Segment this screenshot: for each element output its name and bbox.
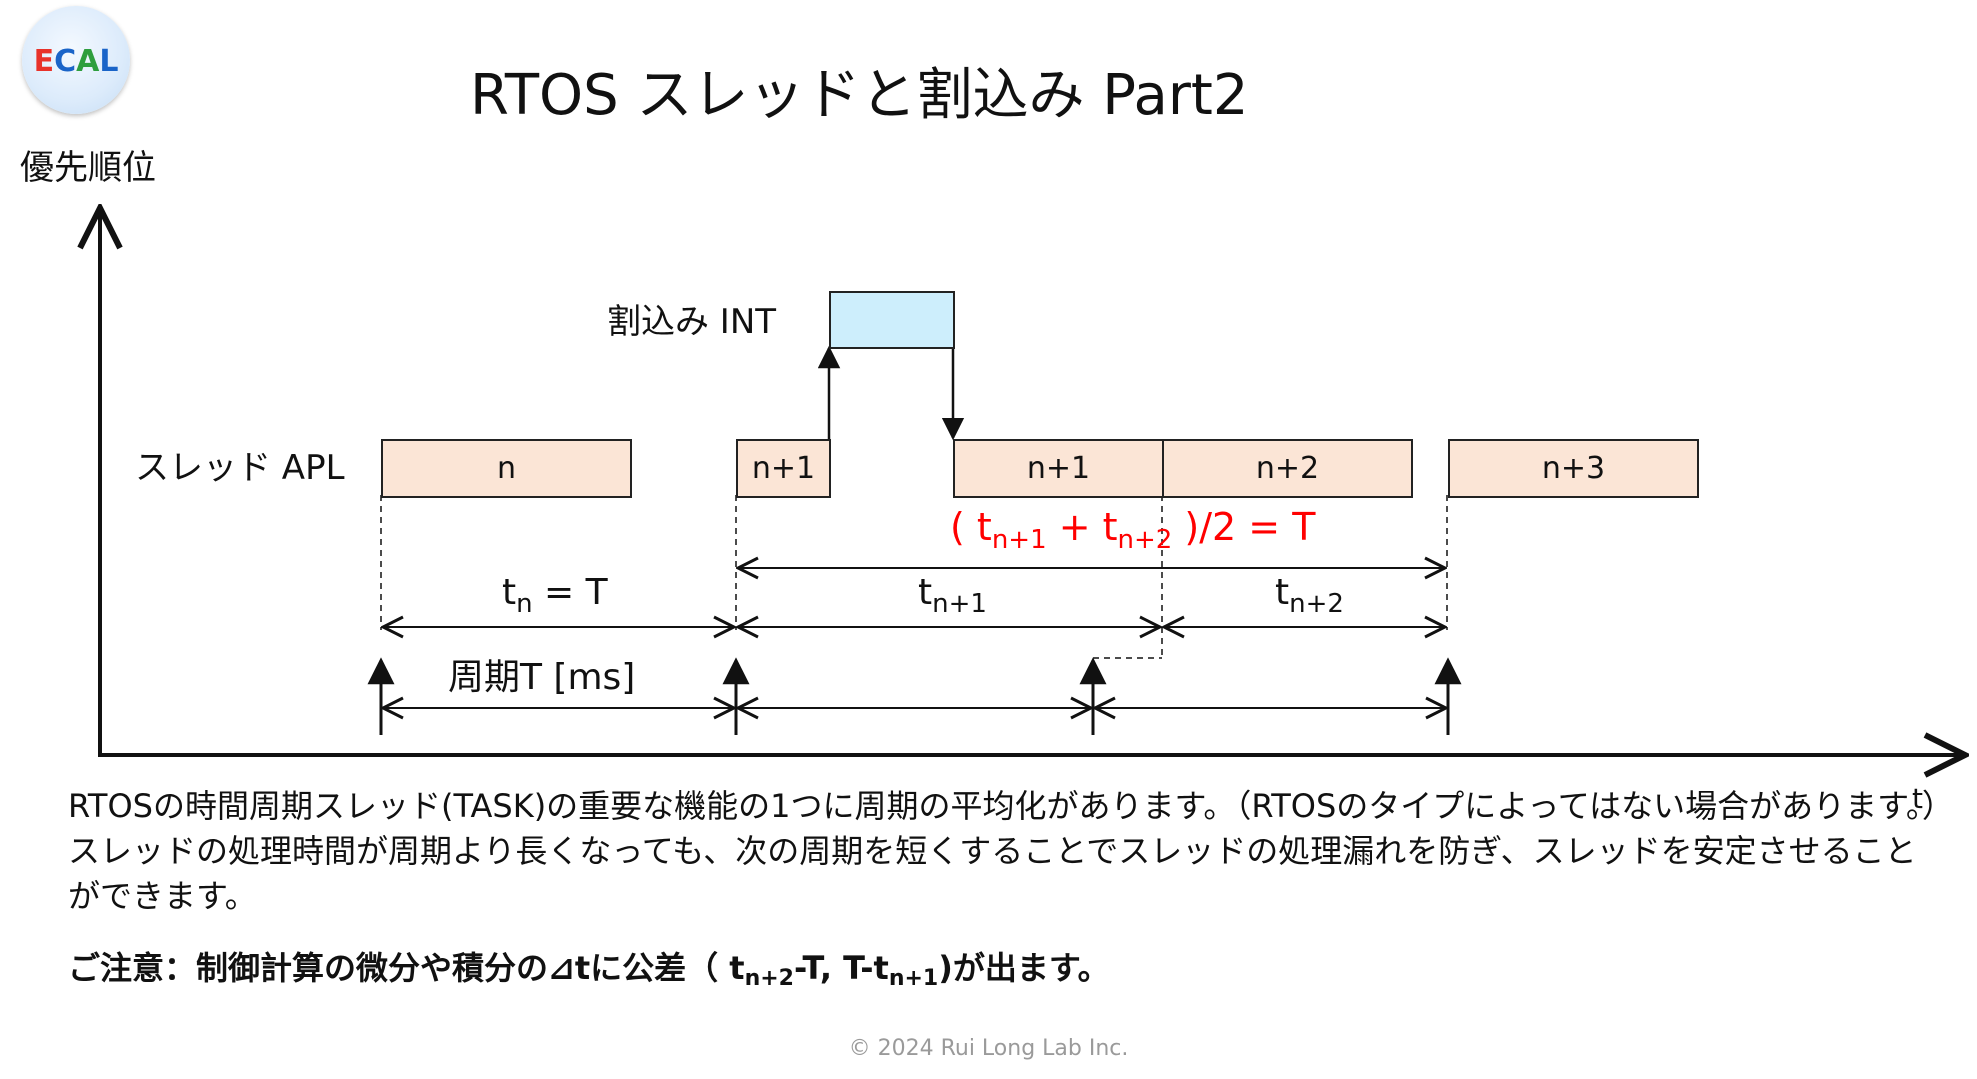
note-sub2: n+1	[888, 966, 939, 991]
x-axis-label: t	[1912, 782, 1923, 815]
logo-letter-c: C	[54, 44, 77, 79]
copyright: © 2024 Rui Long Lab Inc.	[848, 1036, 1129, 1061]
note-sub1: n+2	[744, 966, 794, 991]
thread-block-n: n	[381, 439, 632, 498]
tn2-sub: n+2	[1289, 589, 1344, 619]
interrupt-block	[829, 291, 955, 349]
note-a: ご注意：制御計算の微分や積分の⊿tに公差（ t	[68, 949, 745, 987]
tn2-base: t	[1275, 572, 1290, 613]
y-axis-label: 優先順位	[20, 148, 156, 188]
logo-text: ECAL	[22, 44, 130, 79]
tn1-sub: n+1	[932, 589, 987, 619]
interrupt-lane-label: 割込み INT	[607, 302, 777, 342]
thread-block-n3: n+3	[1448, 439, 1699, 498]
logo-letter-e: E	[33, 44, 55, 79]
label-tn1: tn+1	[918, 572, 987, 619]
formula-mid: + t	[1046, 505, 1118, 549]
thread-block-n2: n+2	[1162, 439, 1413, 498]
note-c: )が出ます。	[938, 949, 1110, 987]
formula-open: ( t	[950, 505, 992, 549]
thread-block-n1-first: n+1	[736, 439, 831, 498]
logo-letter-a: A	[76, 44, 100, 79]
ecal-logo: ECAL	[22, 6, 130, 114]
page-title: RTOS スレッドと割込み Part2	[470, 63, 1249, 128]
tn-sub: n	[516, 589, 533, 619]
caution-note: ご注意：制御計算の微分や積分の⊿tに公差（ tn+2-T, T-tn+1)が出ま…	[68, 943, 1110, 991]
formula-sub1: n+1	[991, 525, 1047, 555]
note-b: -T, T-t	[793, 949, 889, 987]
label-tn2: tn+2	[1275, 572, 1344, 619]
label-tn: tn = T	[502, 572, 608, 619]
logo-letter-l: L	[99, 44, 119, 79]
thread-lane-label: スレッド APL	[135, 448, 345, 488]
tn-rest: = T	[532, 572, 608, 613]
thread-block-n1-second: n+1	[953, 439, 1164, 498]
description-paragraph: RTOSの時間周期スレッド(TASK)の重要な機能の1つに周期の平均化があります…	[68, 787, 1938, 915]
label-period: 周期T [ms]	[448, 657, 636, 698]
formula-sub2: n+2	[1117, 525, 1173, 555]
formula-close: )/2 = T	[1172, 505, 1316, 549]
tn-base: t	[502, 572, 517, 613]
tn1-base: t	[918, 572, 933, 613]
average-formula: ( tn+1 + tn+2 )/2 = T	[950, 505, 1315, 555]
